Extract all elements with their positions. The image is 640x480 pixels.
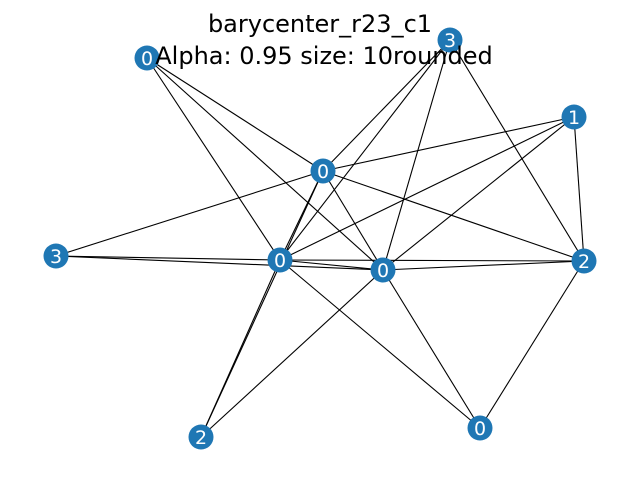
edge-n2-n7 <box>573 116 585 262</box>
nodes-layer: 0 3 1 0 3 0 0 2 2 0 <box>43 27 597 450</box>
graph-node: 1 <box>561 104 587 130</box>
graph-node: 0 <box>310 158 336 184</box>
node-label: 3 <box>444 30 456 52</box>
node-label: 2 <box>195 427 207 449</box>
graph-node: 3 <box>437 27 463 53</box>
edge-n1-n6 <box>382 39 451 271</box>
node-label: 1 <box>568 107 580 129</box>
edge-n7-n9 <box>479 260 585 429</box>
node-label: 0 <box>317 161 329 183</box>
edge-n5-n8 <box>200 259 281 438</box>
edge-n3-n4 <box>55 170 324 257</box>
edge-n4-n6 <box>55 255 384 271</box>
node-label: 0 <box>377 260 389 282</box>
graph-node: 2 <box>188 424 214 450</box>
node-label: 3 <box>50 246 62 268</box>
node-circle <box>467 415 493 441</box>
edge-n0-n5 <box>146 57 281 261</box>
edge-n0-n3 <box>146 57 324 172</box>
graph-node: 0 <box>370 257 396 283</box>
edge-n1-n3 <box>322 39 451 172</box>
edge-n2-n3 <box>322 116 575 172</box>
node-circle <box>561 104 587 130</box>
node-circle <box>571 248 597 274</box>
edge-n5-n6 <box>279 259 384 271</box>
edge-n6-n8 <box>200 269 384 438</box>
edge-n5-n7 <box>279 259 585 262</box>
node-circle <box>188 424 214 450</box>
node-circle <box>310 158 336 184</box>
graph-node: 3 <box>43 243 69 269</box>
edge-n5-n9 <box>279 259 481 429</box>
edge-n2-n5 <box>279 116 575 261</box>
edge-n1-n7 <box>449 39 585 262</box>
edge-n3-n7 <box>322 170 585 262</box>
title-line-1: barycenter_r23_c1 <box>208 10 432 38</box>
edge-n6-n7 <box>382 260 585 271</box>
graph-node: 0 <box>134 45 160 71</box>
edge-n0-n6 <box>146 57 384 271</box>
edge-n1-n5 <box>279 39 451 261</box>
node-circle <box>437 27 463 53</box>
graph-node: 0 <box>267 247 293 273</box>
node-label: 0 <box>141 48 153 70</box>
node-circle <box>370 257 396 283</box>
node-circle <box>134 45 160 71</box>
node-label: 0 <box>474 418 486 440</box>
edge-n6-n9 <box>382 269 481 429</box>
edges-layer <box>55 39 585 438</box>
edge-n2-n6 <box>382 116 575 271</box>
graph-node: 0 <box>467 415 493 441</box>
graph-node: 2 <box>571 248 597 274</box>
edge-n3-n6 <box>322 170 384 271</box>
node-circle <box>43 243 69 269</box>
node-label: 0 <box>274 250 286 272</box>
title-line-2: Alpha: 0.95 size: 10rounded <box>155 42 493 70</box>
node-circle <box>267 247 293 273</box>
node-label: 2 <box>578 251 590 273</box>
edge-n4-n5 <box>55 255 281 261</box>
